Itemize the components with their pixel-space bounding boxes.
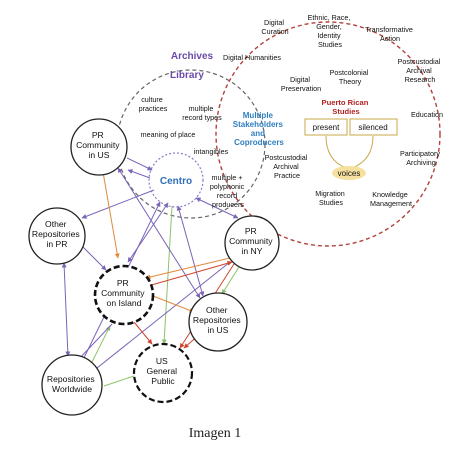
digital-preservation-label: Digital Preservation <box>281 75 321 93</box>
present-label: present <box>313 123 340 132</box>
svg-text:PR Community on Is: PR Community on Island <box>101 278 147 308</box>
stakeholders-label: Multiple Stakeholders and Coproducers <box>233 111 285 147</box>
node-pr-ny[interactable]: PR Community in NY <box>224 215 280 271</box>
postcolonial-theory-label: Postcolonial Theory <box>330 68 371 86</box>
digital-curation-label: Digital Curation <box>261 18 288 36</box>
node-us-public[interactable]: US General Public <box>132 342 194 404</box>
silenced-label: silenced <box>358 123 387 132</box>
svg-text:PR Community in NY: PR Community in NY <box>229 226 275 256</box>
voices-label: voices <box>338 169 361 178</box>
edge-ny-island <box>145 257 231 280</box>
education-label: Education <box>411 110 443 119</box>
library-label: Library <box>170 70 204 81</box>
edge-ny-other-us <box>221 261 243 295</box>
culture-practices-label: culture practices <box>139 95 168 113</box>
svg-text:Other Repositories: Other Repositories in US <box>193 305 243 335</box>
edge-pr-us-island <box>102 171 120 259</box>
polyphonic-producers-label: multiple + polyphonic record producers <box>210 173 246 209</box>
node-pr-island[interactable]: PR Community on Island <box>93 264 155 326</box>
multiple-record-types-label: multiple record types <box>182 104 222 122</box>
bracket-left <box>325 135 347 169</box>
intangibles-label: intangibles <box>194 147 229 156</box>
meaning-of-place-label: meaning of place <box>141 130 196 139</box>
studies-circle <box>215 21 441 247</box>
node-pr-us[interactable]: PR Community in US <box>70 118 128 176</box>
edge-centro-public <box>161 205 173 345</box>
svg-text:Other Repositories: Other Repositories in PR <box>32 219 82 249</box>
svg-text:PR Community in US: PR Community in US <box>76 130 122 160</box>
edge-other-pr-island <box>81 245 107 271</box>
archives-label: Archives <box>171 51 214 62</box>
connections <box>61 157 243 387</box>
transformative-action-label: Transformative Action <box>365 25 415 43</box>
bracket-right <box>351 135 374 169</box>
svg-text:Repositories Worldwide: Repositories Worldwide <box>47 374 97 394</box>
postcustodial-research-label: Postcustodial Archival Research <box>398 57 443 84</box>
edge-centro-other-pr <box>81 189 155 219</box>
edge-ny-worldwide <box>91 261 231 373</box>
edge-pr-us-other-us <box>117 167 201 299</box>
edge-worldwide-island <box>91 325 111 363</box>
edge-island-public <box>133 321 153 345</box>
centro-node[interactable] <box>148 152 204 208</box>
edge-island-other-us <box>147 293 195 313</box>
node-other-us[interactable]: Other Repositories in US <box>188 292 248 352</box>
postcustodial-practice-label: Postcustodial Archival Practice <box>265 153 310 180</box>
figure-caption: Imagen 1 <box>189 426 241 441</box>
voices-badge <box>332 166 366 180</box>
edge-pr-us-centro <box>126 157 153 171</box>
silenced-box <box>349 118 398 136</box>
digital-humanities-label: Digital Humanities <box>223 53 281 62</box>
ethnic-race-label: Ethnic, Race, Gender, Identity Studies <box>308 13 353 49</box>
edge-island-ny <box>147 260 233 287</box>
edge-centro-pr-island <box>127 202 169 263</box>
centro-label: Centro <box>160 176 192 187</box>
edge-worldwide-public <box>103 373 141 387</box>
present-box <box>304 118 348 136</box>
knowledge-management-label: Knowledge Management <box>370 190 412 208</box>
edge-other-pr-worldwide <box>61 262 71 357</box>
node-other-pr[interactable]: Other Repositories in PR <box>28 207 86 265</box>
participatory-archiving-label: Participatory Archiving <box>400 149 442 167</box>
svg-text:US General Public: US General Public <box>147 356 180 386</box>
node-worldwide[interactable]: Repositories Worldwide <box>41 354 103 416</box>
puerto-rican-studies-label: Puerto Rican Studies <box>322 98 371 116</box>
edge-centro-pr-us <box>127 169 151 179</box>
edge-pr-island-worldwide <box>77 323 113 361</box>
edge-centro-pr-ny <box>195 197 239 219</box>
migration-studies-label: Migration Studies <box>315 189 347 207</box>
